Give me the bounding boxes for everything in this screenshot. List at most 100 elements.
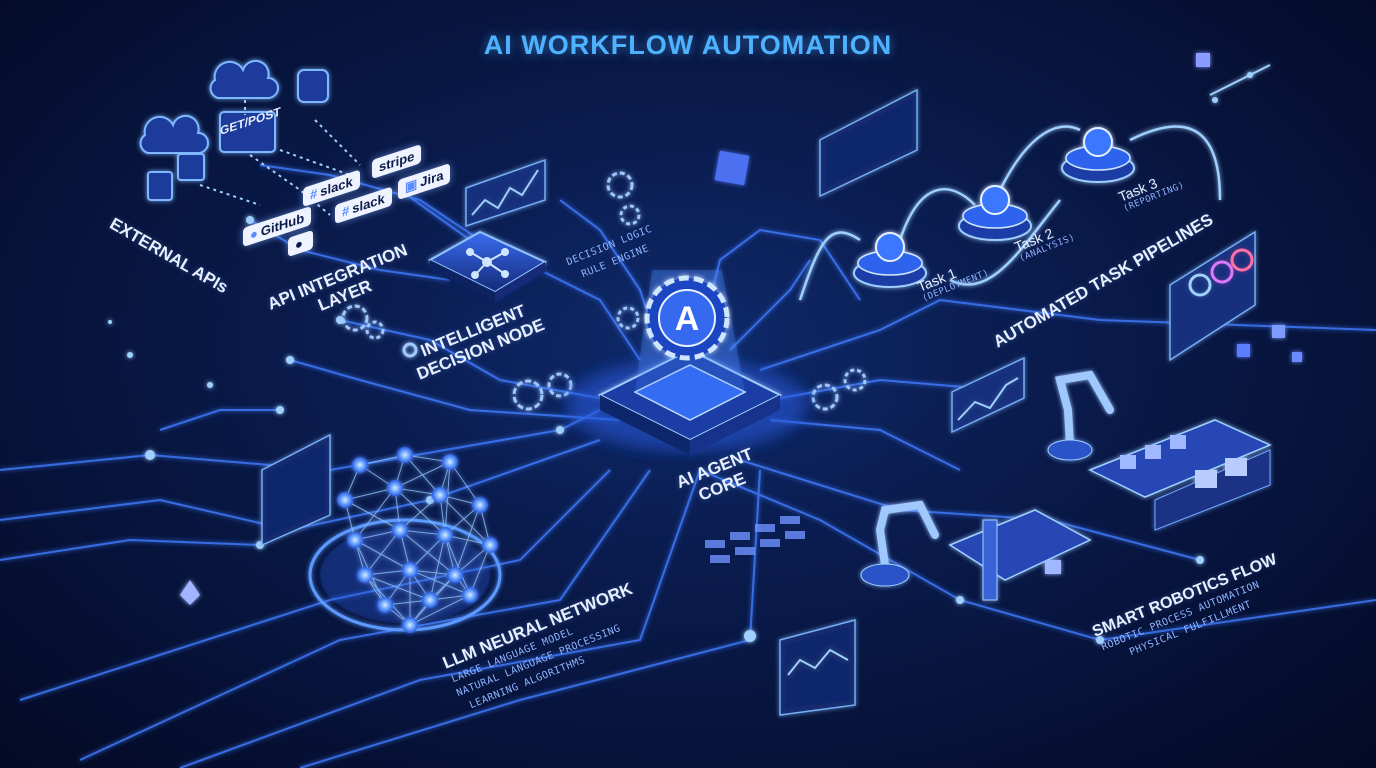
nn-node [377, 597, 393, 613]
llm-neural-network [308, 447, 502, 633]
package-icon [1170, 435, 1186, 449]
gear-icon [606, 171, 634, 199]
task-node-1 [853, 232, 927, 288]
robotics-area [860, 370, 1272, 601]
package-icon [1225, 458, 1247, 476]
code-panel [819, 88, 918, 198]
nn-edge [394, 461, 451, 489]
trace-node [1196, 556, 1204, 564]
nn-edge [364, 529, 401, 576]
trace [259, 164, 481, 241]
nn-edge [354, 487, 396, 541]
api-integration-chip [427, 230, 548, 302]
ai-agent-core [567, 270, 807, 455]
magnifier-icon [980, 185, 1010, 215]
nn-edge [444, 534, 471, 596]
trace-node [145, 450, 155, 460]
nn-node [437, 527, 453, 543]
cube-icon [1196, 53, 1210, 67]
nn-edge [409, 534, 446, 571]
nn-edge [469, 544, 491, 596]
clipboard-chart-icon [1083, 127, 1113, 157]
cube-icon [714, 150, 750, 186]
gear-check-icon [875, 232, 905, 262]
trace-node [246, 216, 254, 224]
code-tile [177, 153, 205, 181]
nn-node [422, 592, 438, 608]
gear-icon [402, 342, 418, 358]
robot-column [982, 519, 998, 601]
nn-edge [409, 594, 471, 626]
nn-edge [399, 494, 441, 531]
floating-cubes [180, 53, 1302, 605]
cloud-icon [209, 59, 279, 99]
trace [769, 419, 961, 471]
gear-icon [811, 383, 839, 411]
api-arrows [199, 100, 361, 216]
nn-node [472, 497, 488, 513]
trace [159, 409, 280, 431]
server-box [219, 111, 276, 153]
slack-icon: # [310, 185, 318, 203]
package-icon [1045, 560, 1061, 574]
package-icon [1120, 455, 1136, 469]
nn-node [337, 492, 353, 508]
trace [729, 259, 811, 351]
gear-icon [619, 204, 641, 226]
nn-edge [344, 487, 396, 501]
trace-node [108, 320, 112, 324]
trace-node [1212, 97, 1218, 103]
gear-icon [365, 320, 385, 340]
core-letter: A [675, 300, 700, 338]
nn-node [462, 587, 478, 603]
task-node-3 [1061, 127, 1135, 183]
trace [179, 469, 701, 768]
cube-icon [1272, 325, 1285, 338]
nn-node [392, 522, 408, 538]
gear-icon [547, 372, 573, 398]
trace-node [556, 426, 564, 434]
nn-node [442, 454, 458, 470]
nn-node [432, 487, 448, 503]
trace [739, 459, 1201, 561]
gear-icon [843, 368, 867, 392]
external-api-cluster [139, 59, 329, 201]
robot-arm-icon [875, 500, 939, 569]
nn-edge [344, 499, 401, 531]
task-pipeline [798, 64, 1271, 301]
crystal-icon [180, 580, 200, 605]
trace [339, 319, 611, 401]
screen-panels [261, 88, 1256, 716]
package-icon [1195, 470, 1217, 488]
trace-node [207, 382, 213, 388]
nn-node [482, 537, 498, 553]
trace-node [956, 596, 964, 604]
gear-icon [341, 304, 369, 332]
diagram-title: AI WORKFLOW AUTOMATION [483, 30, 893, 60]
nn-node [402, 562, 418, 578]
gear-icon [512, 379, 544, 411]
trace [79, 469, 651, 761]
task-node-2 [958, 185, 1032, 241]
trace [0, 538, 261, 561]
gear-icon [616, 306, 640, 330]
cloud-icon [139, 114, 209, 154]
nn-edge [409, 569, 471, 596]
conveyor [948, 509, 1092, 581]
document-tile [147, 171, 173, 201]
trace-node [127, 352, 133, 358]
nn-edge [354, 539, 411, 571]
github-icon: ● [250, 225, 258, 243]
decision-gears [341, 171, 867, 411]
code-panel [261, 433, 331, 547]
nn-node [357, 567, 373, 583]
nn-node [402, 617, 418, 633]
nn-edge [429, 534, 446, 601]
nn-edge [449, 461, 481, 506]
cube-icon [1292, 352, 1302, 362]
trace-node [276, 406, 284, 414]
trace-node [336, 316, 344, 324]
trace [289, 359, 621, 421]
nn-node [347, 532, 363, 548]
